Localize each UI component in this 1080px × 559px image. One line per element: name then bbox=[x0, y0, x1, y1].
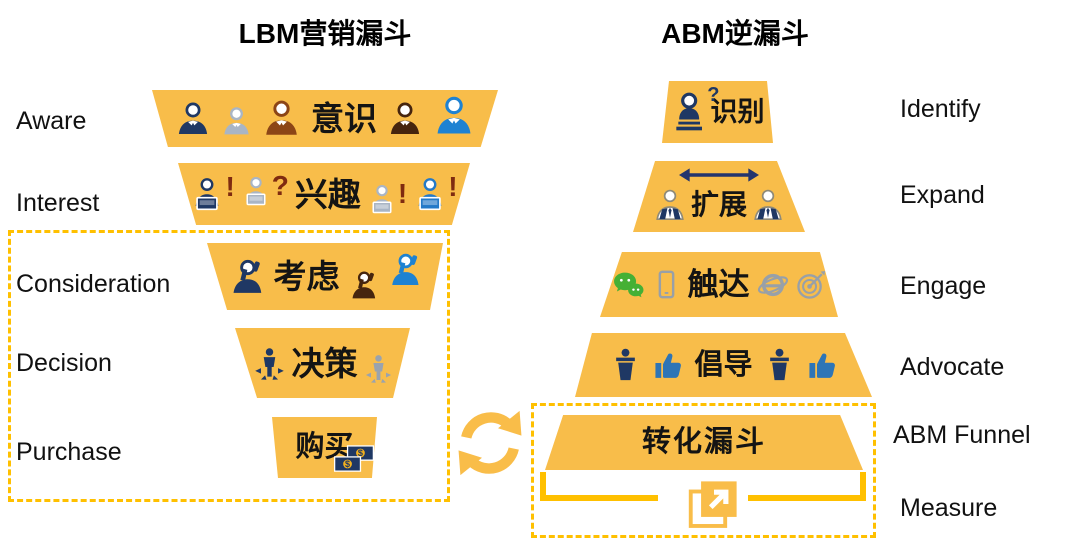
podium-speaker-icon bbox=[762, 348, 797, 383]
lbm-label-consideration: Consideration bbox=[16, 270, 171, 298]
abm-label-engage: Engage bbox=[900, 272, 987, 300]
ie-browser-icon bbox=[757, 269, 789, 301]
lbm-label-purchase: Purchase bbox=[16, 438, 122, 466]
measure-bracket-right bbox=[748, 472, 866, 501]
stage-cn-label: 决策 bbox=[291, 344, 358, 382]
abm-stage-identify: ? 识别 bbox=[662, 81, 773, 143]
person-stamp-icon bbox=[671, 92, 709, 132]
stage-cn-label: 转化漏斗 bbox=[641, 426, 766, 458]
abm-stage-funnel: 转化漏斗 bbox=[545, 415, 863, 470]
exclamation-mark: ! bbox=[397, 178, 408, 209]
dartboard-icon bbox=[796, 269, 827, 300]
lbm-stage-aware: 意识 bbox=[152, 90, 498, 147]
abm-stage-advocate: 倡导 bbox=[575, 333, 872, 397]
abm-label-measure: Measure bbox=[900, 494, 998, 522]
abm-label-funnel: ABM Funnel bbox=[893, 421, 1031, 449]
lbm-stage-decision: 决策 bbox=[235, 328, 410, 398]
share-box-icon bbox=[686, 476, 742, 532]
businessman-icon bbox=[221, 106, 252, 137]
question-mark: ? bbox=[271, 170, 289, 201]
decision-person-icon bbox=[364, 354, 393, 383]
abm-label-advocate: Advocate bbox=[900, 353, 1005, 381]
lbm-stage-interest: ! ? 兴趣 ! ! bbox=[178, 163, 470, 225]
businessman-icon bbox=[433, 95, 475, 137]
person-phone-icon bbox=[387, 252, 423, 288]
lbm-dashed-highlight-box bbox=[8, 230, 450, 502]
lbm-stage-consideration: 考虑 bbox=[207, 243, 443, 310]
stage-cn-label: 识别 bbox=[710, 96, 765, 127]
abm-dashed-highlight-box bbox=[531, 403, 876, 538]
abm-stage-engage: 触达 bbox=[600, 252, 838, 317]
question-mark: ? bbox=[707, 84, 720, 106]
double-headed-arrow-icon bbox=[671, 167, 767, 183]
abm-funnel-title: ABM逆漏斗 bbox=[661, 18, 809, 49]
stage-cn-label: 倡导 bbox=[694, 348, 753, 381]
lbm-funnel-title: LBM营销漏斗 bbox=[238, 18, 412, 49]
wechat-icon bbox=[612, 270, 645, 300]
lbm-label-interest: Interest bbox=[16, 189, 100, 217]
stage-cn-label: 意识 bbox=[311, 100, 377, 137]
podium-speaker-icon bbox=[608, 348, 643, 383]
exclamation-mark: ! bbox=[225, 171, 235, 202]
person-phone-icon bbox=[348, 270, 379, 301]
refresh-cycle-icon bbox=[453, 406, 527, 480]
exclamation-mark: ! bbox=[448, 171, 458, 202]
stage-cn-label: 触达 bbox=[687, 267, 750, 302]
lbm-label-aware: Aware bbox=[16, 107, 87, 135]
person-laptop-icon bbox=[190, 177, 224, 211]
stage-cn-label: 考虑 bbox=[273, 258, 340, 295]
stage-cn-label: 扩展 bbox=[690, 188, 747, 220]
measure-bracket-left bbox=[540, 472, 658, 501]
businessman-icon bbox=[387, 101, 423, 137]
thumbs-up-icon bbox=[806, 349, 839, 382]
thumbs-up-icon bbox=[652, 349, 685, 382]
businessman-icon bbox=[262, 99, 301, 138]
person-laptop-icon bbox=[413, 177, 447, 211]
smartphone-icon bbox=[652, 270, 681, 299]
money-bills-icon bbox=[331, 444, 377, 475]
decision-person-icon bbox=[253, 347, 286, 380]
abm-label-identify: Identify bbox=[900, 95, 981, 123]
lbm-label-decision: Decision bbox=[16, 349, 112, 377]
stage-cn-label: 兴趣 bbox=[294, 175, 361, 213]
person-laptop-icon bbox=[241, 176, 271, 206]
businessman-icon bbox=[175, 101, 211, 137]
abm-label-expand: Expand bbox=[900, 181, 985, 209]
abm-stage-expand: 扩展 bbox=[633, 161, 805, 232]
person-phone-icon bbox=[228, 258, 266, 296]
businessman-outline-icon bbox=[751, 188, 785, 222]
businessman-outline-icon bbox=[653, 188, 687, 222]
person-laptop-icon bbox=[367, 184, 397, 214]
